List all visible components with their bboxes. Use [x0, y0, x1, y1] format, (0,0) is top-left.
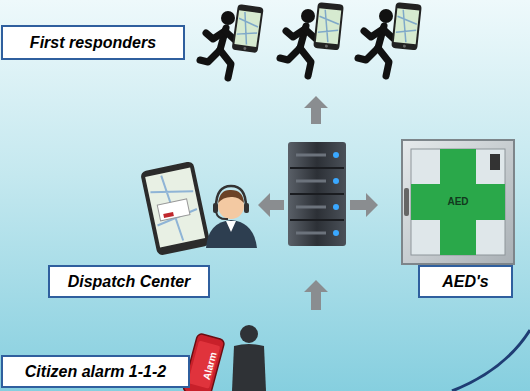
server-icon — [288, 142, 346, 246]
illustration-part — [226, 221, 236, 232]
label-text: AED's — [442, 273, 488, 291]
illustration-part — [411, 184, 505, 220]
illustration-part — [333, 230, 339, 236]
illustration-part — [145, 167, 205, 247]
illustration-part — [333, 152, 339, 158]
illustration-part — [411, 149, 505, 255]
illustration-part — [333, 204, 339, 210]
illustration-part — [216, 186, 246, 207]
illustration-part — [402, 140, 514, 264]
illustration-part — [232, 4, 264, 53]
illustration-part — [391, 2, 422, 50]
illustration-part — [333, 178, 339, 184]
illustration-part — [218, 190, 244, 203]
illustration-part — [350, 193, 378, 217]
illustration-part — [404, 188, 409, 216]
aed-cabinet — [402, 140, 514, 264]
illustration-part — [216, 212, 228, 219]
label-box: First responders — [1, 25, 185, 60]
illustration-part — [290, 168, 344, 220]
illustration-part — [140, 161, 211, 256]
illustration-part — [148, 170, 203, 245]
label-box: Dispatch Center — [48, 265, 210, 298]
illustration-part — [213, 203, 218, 213]
illustration-part — [240, 325, 258, 343]
label-box: Citizen alarm 1-1-2 — [1, 355, 190, 388]
panel-edge — [452, 330, 530, 391]
label-box: AED's — [418, 265, 513, 298]
illustration-part — [244, 203, 249, 213]
illustration-part — [304, 280, 328, 310]
illustration-part — [313, 2, 344, 50]
flow-arrow — [258, 96, 378, 310]
illustration-part — [163, 212, 174, 218]
illustration-part — [296, 155, 326, 233]
label-text: Citizen alarm 1-1-2 — [25, 363, 166, 381]
citizen-figure — [232, 325, 266, 391]
illustration-part — [188, 341, 221, 389]
illustration-part — [304, 96, 328, 124]
illustration-part — [258, 193, 284, 217]
illustration-part — [288, 142, 346, 246]
illustration-part — [157, 199, 190, 221]
illustration-part — [490, 154, 500, 170]
dispatcher-figure — [206, 186, 257, 248]
label-text: First responders — [30, 34, 156, 52]
label-text: Dispatch Center — [68, 273, 191, 291]
tablet-icon — [140, 161, 211, 256]
illustration-part — [232, 344, 266, 391]
illustration-part — [206, 220, 257, 248]
cabinet-text: AED — [447, 197, 468, 207]
